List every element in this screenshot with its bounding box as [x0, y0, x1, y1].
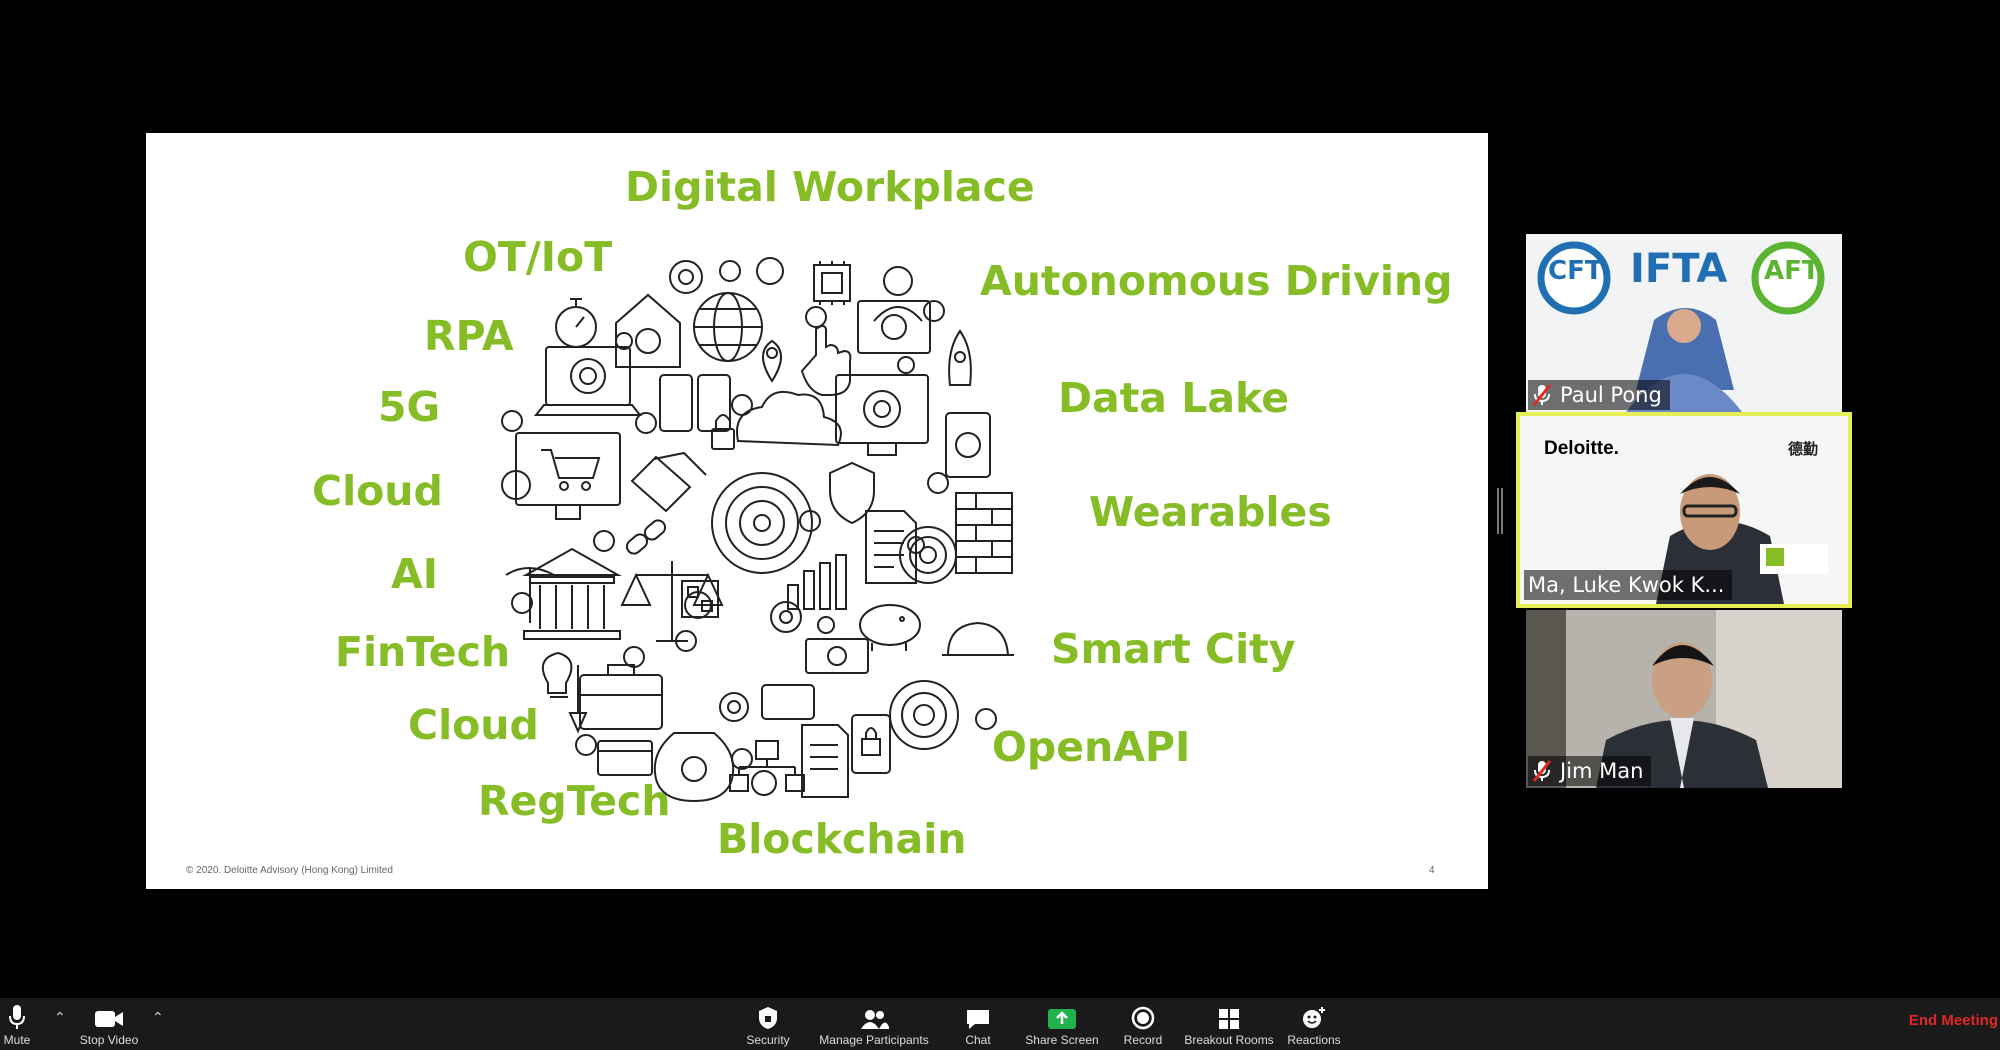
share-screen-button[interactable]: Share Screen	[1024, 998, 1100, 1050]
logo-text-deloitte: Deloitte.	[1544, 438, 1619, 459]
stop-video-button[interactable]: Stop Video	[76, 998, 142, 1050]
participant-name-tag: Ma, Luke Kwok K...	[1524, 570, 1733, 600]
share-screen-label: Share Screen	[1025, 1033, 1099, 1047]
keyword-blockchain: Blockchain	[717, 815, 967, 863]
keyword-5g: 5G	[378, 383, 441, 431]
keyword-digital-workplace: Digital Workplace	[625, 163, 1035, 211]
share-screen-icon	[1048, 1009, 1076, 1029]
audio-options-chevron-icon[interactable]: ⌃	[54, 1010, 66, 1026]
slide-copyright: © 2020. Deloitte Advisory (Hong Kong) Li…	[186, 865, 393, 876]
video-camera-icon	[95, 1011, 123, 1027]
chat-bubble-icon	[967, 1010, 989, 1029]
keyword-rpa: RPA	[424, 312, 514, 360]
keyword-fintech: FinTech	[335, 628, 511, 676]
keyword-cloud-2: Cloud	[408, 701, 539, 749]
keyword-openapi: OpenAPI	[992, 723, 1191, 771]
record-icon	[1131, 1006, 1155, 1030]
shield-icon	[759, 1007, 777, 1029]
mic-muted-icon	[1532, 384, 1552, 406]
video-options-chevron-icon[interactable]: ⌃	[152, 1010, 164, 1026]
manage-participants-label: Manage Participants	[819, 1033, 929, 1047]
keyword-ot-iot: OT/IoT	[463, 233, 613, 281]
mute-button[interactable]: Mute	[0, 998, 34, 1050]
manage-participants-button[interactable]: Manage Participants	[814, 998, 934, 1050]
breakout-rooms-icon	[1219, 1009, 1239, 1029]
participant-name: Jim Man	[1560, 759, 1644, 783]
logo-text-cft: CFT	[1548, 256, 1603, 286]
slide-page-number: 4	[1429, 865, 1435, 876]
keyword-smart-city: Smart City	[1051, 625, 1296, 673]
logo-text-chinese: 德勤	[1788, 440, 1819, 458]
keyword-autonomous-driving: Autonomous Driving	[980, 257, 1453, 305]
security-button[interactable]: Security	[740, 998, 796, 1050]
microphone-icon	[9, 1005, 25, 1029]
stop-video-label: Stop Video	[79, 1033, 139, 1047]
panel-resize-handle[interactable]	[1497, 488, 1503, 534]
breakout-rooms-button[interactable]: Breakout Rooms	[1182, 998, 1276, 1050]
video-tile-ma-luke[interactable]: Deloitte. 德勤 Ma, Luke Kwok K...	[1516, 412, 1852, 608]
keyword-regtech: RegTech	[478, 777, 671, 825]
breakout-rooms-label: Breakout Rooms	[1184, 1033, 1274, 1047]
chat-label: Chat	[965, 1033, 991, 1047]
record-label: Record	[1123, 1033, 1163, 1047]
shared-slide: Digital Workplace OT/IoT RPA 5G Cloud AI…	[146, 133, 1488, 889]
participant-name-tag: Paul Pong	[1528, 380, 1670, 410]
reactions-button[interactable]: Reactions	[1286, 998, 1342, 1050]
participant-name-tag: Jim Man	[1528, 756, 1652, 786]
participant-name: Paul Pong	[1560, 383, 1662, 407]
reactions-label: Reactions	[1287, 1033, 1341, 1047]
reaction-smiley-icon	[1303, 1007, 1325, 1028]
technology-icons-globe	[497, 256, 1035, 803]
end-meeting-button[interactable]: End Meeting	[1908, 1012, 1998, 1029]
mute-label: Mute	[3, 1033, 31, 1047]
participant-name: Ma, Luke Kwok K...	[1528, 573, 1725, 597]
mic-muted-icon	[1532, 760, 1552, 782]
keyword-cloud: Cloud	[312, 467, 443, 515]
meeting-toolbar: Mute ⌃ Stop Video ⌃ Security Manage Part…	[0, 998, 2000, 1050]
chat-button[interactable]: Chat	[956, 998, 1000, 1050]
security-label: Security	[746, 1033, 790, 1047]
keyword-ai: AI	[391, 550, 438, 598]
participants-icon	[861, 1010, 889, 1029]
logo-text-aft: AFT	[1764, 256, 1820, 286]
logo-text-ifta: IFTA	[1630, 246, 1728, 292]
keyword-wearables: Wearables	[1089, 488, 1332, 536]
keyword-data-lake: Data Lake	[1058, 374, 1290, 422]
video-tile-paul-pong[interactable]: CFT IFTA AFT Paul Pong	[1526, 234, 1842, 412]
video-tile-jim-man[interactable]: Jim Man	[1526, 610, 1842, 788]
record-button[interactable]: Record	[1118, 998, 1168, 1050]
